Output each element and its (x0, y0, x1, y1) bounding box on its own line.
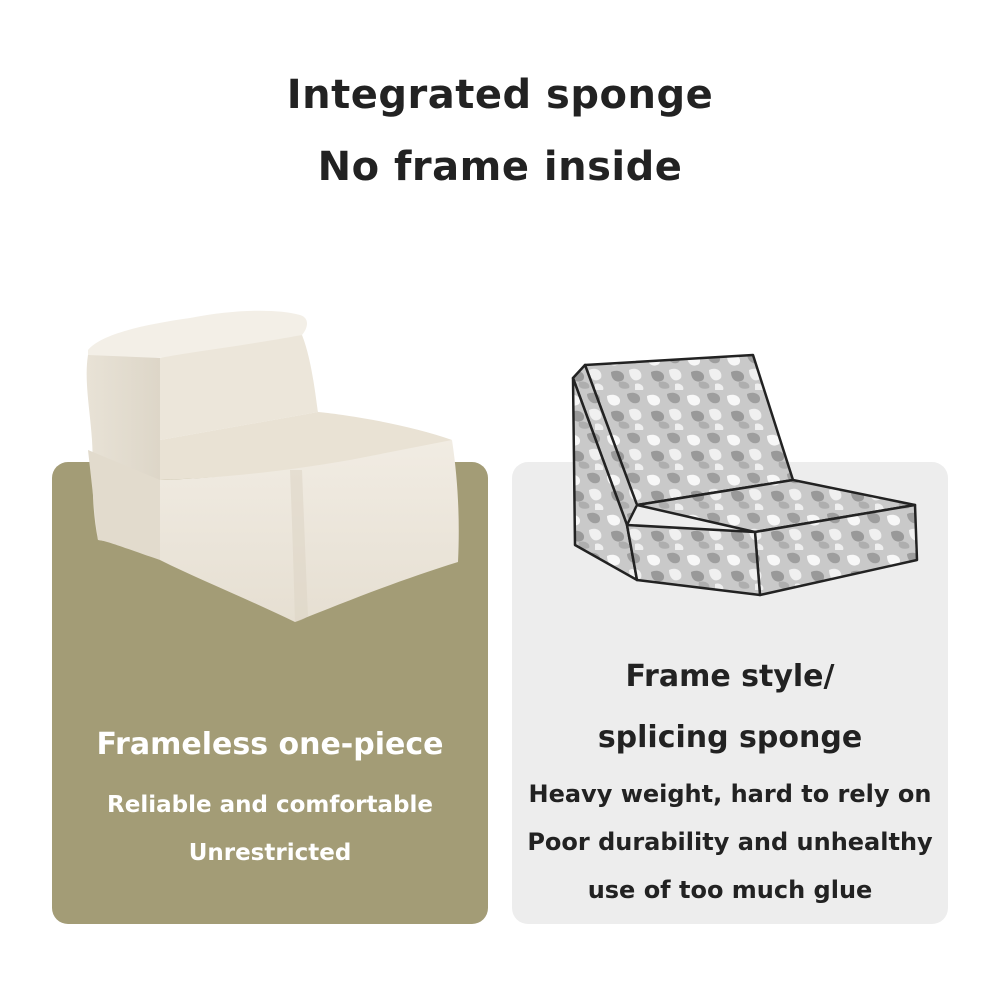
headline-integrated-sponge: Integrated sponge (286, 72, 714, 118)
frame-style-drawback-1: Heavy weight, hard to rely on (528, 780, 932, 808)
frame-style-drawback-3: use of too much glue (587, 876, 873, 904)
frameless-benefit-1: Reliable and comfortable (107, 792, 433, 818)
headline-no-frame: No frame inside (317, 144, 683, 190)
frame-style-title-line2: splicing sponge (597, 720, 863, 755)
frameless-title: Frameless one-piece (96, 727, 444, 762)
frameless-benefit-2: Unrestricted (188, 840, 352, 866)
one-piece-sponge-chair-image (86, 310, 459, 622)
frame-style-sponge-chair-image (571, 353, 919, 597)
frame-style-drawback-2: Poor durability and unhealthy (527, 828, 933, 856)
frame-style-title-line1: Frame style/ (625, 659, 835, 694)
